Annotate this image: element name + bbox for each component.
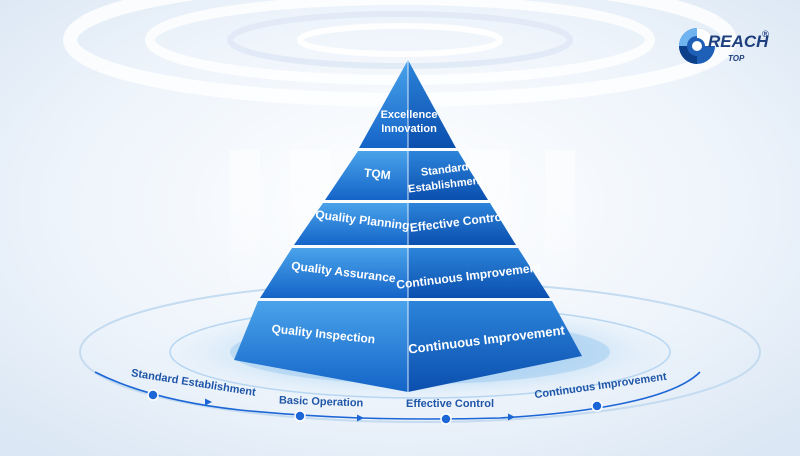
pyramid-apex-right bbox=[408, 60, 456, 148]
logo-registered-mark: ® bbox=[762, 29, 769, 39]
pyramid-left-tier-2 bbox=[294, 203, 408, 245]
stage-label-2: Basic Operation bbox=[279, 395, 364, 410]
pyramid-right-tier-3 bbox=[408, 248, 550, 298]
pyramid: Excellence Innovation TQM Quality Planni… bbox=[234, 60, 582, 392]
pyramid-left-tier-4 bbox=[234, 301, 408, 392]
timeline-arrow-3 bbox=[508, 413, 515, 421]
stage-label-3: Effective Control bbox=[406, 398, 494, 410]
stage-node-4 bbox=[591, 400, 603, 412]
pyramid-apex-left bbox=[359, 60, 408, 148]
reach-top-logo-icon bbox=[679, 28, 715, 64]
logo-sub-text: TOP bbox=[728, 54, 745, 63]
timeline-arrow-1 bbox=[205, 398, 212, 406]
stage-node-2 bbox=[294, 410, 306, 422]
logo-brand-text: REACH bbox=[708, 32, 769, 51]
apex-label-line-1: Excellence bbox=[381, 109, 438, 121]
right-label-standard: Standard bbox=[420, 161, 469, 179]
timeline-arrow-2 bbox=[357, 414, 364, 422]
stage-node-1 bbox=[147, 389, 159, 401]
left-label-tqm: TQM bbox=[363, 166, 391, 183]
reach-top-logo: REACH ® TOP bbox=[679, 28, 769, 64]
stage-node-3 bbox=[440, 413, 452, 425]
apex-label-line-2: Innovation bbox=[381, 123, 437, 135]
pyramid-left-tier-3 bbox=[260, 248, 408, 298]
pyramid-right-tier-1 bbox=[408, 151, 488, 200]
pyramid-right-tier-2 bbox=[408, 203, 516, 245]
pyramid-left-tier-1 bbox=[325, 151, 408, 200]
pyramid-right-tier-4 bbox=[408, 301, 582, 392]
